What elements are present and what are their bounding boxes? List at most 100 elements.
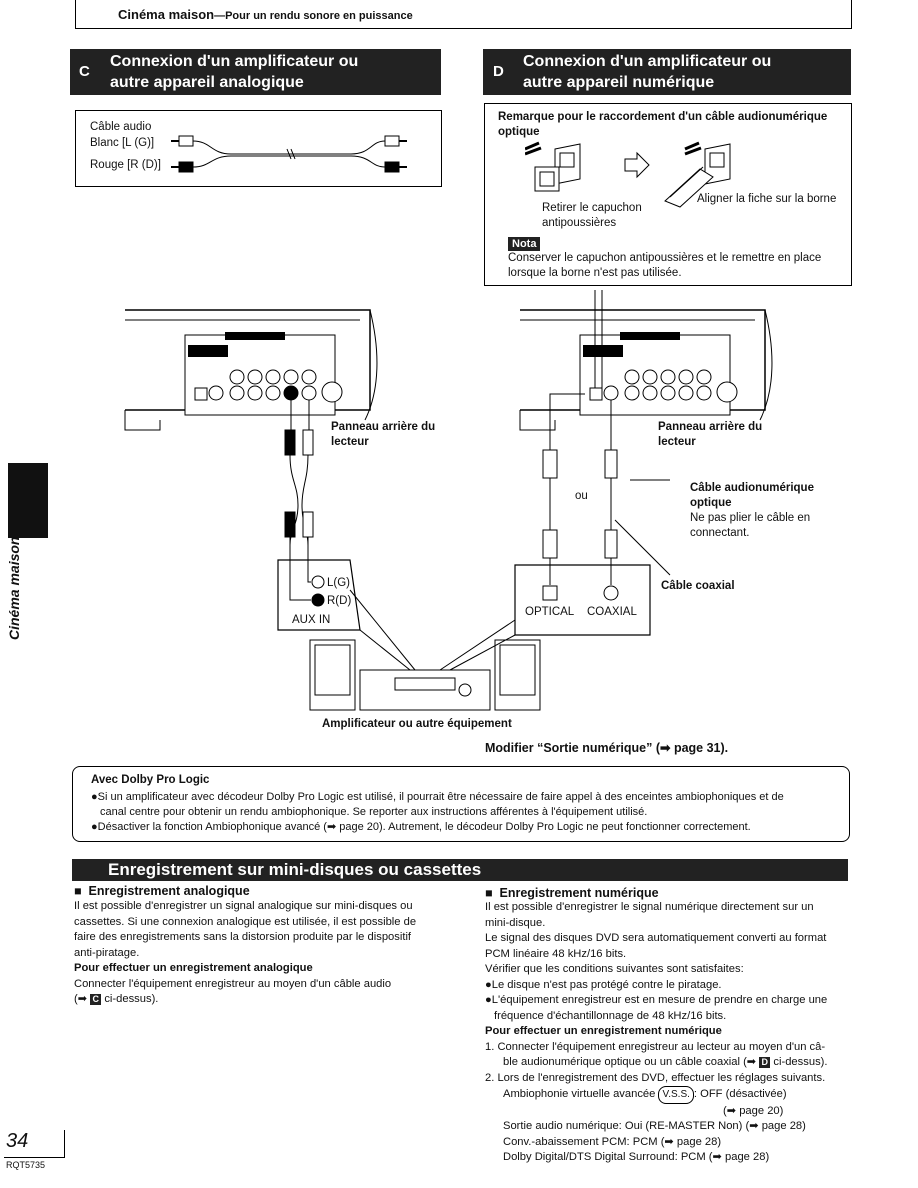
digital-bullet2-line2: fréquence d'échantillonnage de 48 kHz/16… (494, 1009, 727, 1022)
analog-how-line1: Connecter l'équipement enregistreur au m… (74, 977, 392, 990)
setting-pcm-downconv: Conv.-abaissement PCM: PCM (➡ page 28) (503, 1135, 722, 1148)
modify-digital-output: Modifier “Sortie numérique” (➡ page 31). (485, 741, 729, 755)
digital-recording-body: Il est possible d'enregistrer le signal … (485, 900, 853, 1166)
optical-remark-title: Remarque pour le raccordement d'un câble… (498, 111, 828, 138)
rear-panel-right-line2: lecteur (658, 436, 696, 448)
rear-panel-label-left: Panneau arrière du lecteur (331, 420, 435, 450)
analog-p1: Il est possible d'enregistrer un signal … (74, 900, 413, 912)
coaxial-cable-label: Câble coaxial (661, 580, 735, 592)
analog-how-suffix: ci-dessus). (104, 993, 159, 1005)
vss-badge: V.S.S. (658, 1086, 694, 1104)
analog-p4: anti-piratage. (74, 946, 140, 959)
amplifier-label: Amplificateur ou autre équipement (322, 718, 512, 730)
setting-vss: Ambiophonie virtuelle avancée V.S.S.: OF… (485, 1086, 853, 1104)
header-subtitle: —Pour un rendu sonore en puissance (214, 10, 413, 22)
amplifier-equipment (309, 589, 541, 711)
section-d-title: Connexion d'un amplificateur ou autre ap… (523, 51, 771, 93)
audio-cable-red: Rouge [R (D)] (90, 159, 161, 171)
audio-cable-box: Câble audio Blanc [L (G)] Rouge [R (D)] (75, 110, 442, 187)
dolby-line2: canal centre pour obtenir un rendu ambio… (100, 806, 648, 818)
digital-p1: Il est possible d'enregistrer le signal … (485, 901, 814, 913)
step1-line2: ble audionumérique optique ou un câble c… (485, 1055, 853, 1071)
page-number-rule (4, 1157, 64, 1158)
digital-p3: Le signal des disques DVD sera automatiq… (485, 932, 827, 944)
section-d-banner: D Connexion d'un amplificateur ou autre … (483, 49, 851, 95)
player-rear-right (519, 309, 773, 431)
digital-p4: PCM linéaire 48 kHz/16 bits. (485, 947, 627, 960)
rear-panel-left-line1: Panneau arrière du (331, 421, 436, 433)
page-number-vrule (64, 1130, 65, 1158)
analog-p2: cassettes. Si une connexion analogique e… (74, 915, 417, 928)
audio-cable-white: Blanc [L (G)] (90, 137, 155, 149)
remove-cap-line1: Retirer le capuchon (542, 202, 642, 214)
optical-input-label: OPTICAL (525, 606, 575, 618)
coaxial-input-label: COAXIAL (587, 606, 637, 618)
analog-recording-body: Il est possible d'enregistrer un signal … (74, 899, 446, 1008)
player-rear-left (124, 309, 378, 431)
nota-text-line1: Conserver le capuchon antipoussières et … (508, 252, 822, 264)
digital-p5: Vérifier que les conditions suivantes so… (485, 963, 744, 975)
analog-recording-title-text: Enregistrement analogique (88, 884, 250, 898)
analog-recording-title: ■ Enregistrement analogique (74, 884, 250, 898)
step1-line1: 1. Connecter l'équipement enregistreur a… (485, 1040, 826, 1053)
analog-recording-section: ■ Enregistrement analogique Il est possi… (74, 884, 446, 1008)
aux-in-label: AUX IN (292, 614, 331, 626)
section-d-title-line2: autre appareil numérique (523, 74, 715, 91)
digital-recording-section: ■ Enregistrement numérique Il est possib… (485, 886, 853, 1166)
step1-text: ble audionumérique optique ou un câble c… (503, 1056, 757, 1068)
dolby-line1: ●Si un amplificateur avec décodeur Dolby… (91, 791, 784, 803)
side-tab-marker (8, 463, 48, 538)
section-c-ref-badge: C (90, 994, 102, 1005)
document-code: RQT5735 (6, 1160, 46, 1170)
optical-remark-box: Remarque pour le raccordement d'un câble… (484, 103, 852, 286)
analog-cable-pair (284, 400, 314, 580)
dolby-text: ●Si un amplificateur avec décodeur Dolby… (91, 790, 846, 835)
section-c-title-line2: autre appareil analogique (110, 74, 304, 91)
section-d-title-line1: Connexion d'un amplificateur ou (523, 53, 772, 70)
digital-recording-title: ■ Enregistrement numérique (485, 886, 659, 900)
optical-cable-title-line2: optique (690, 497, 732, 509)
dolby-line3: ●Désactiver la fonction Ambiophonique av… (91, 821, 751, 833)
step2-line: 2. Lors de l'enregistrement des DVD, eff… (485, 1071, 826, 1084)
remove-cap-label: Retirer le capuchon antipoussières (542, 201, 642, 231)
setting-vss-ref: (➡ page 20) (723, 1104, 784, 1117)
digital-cables (542, 393, 671, 585)
dolby-title: Avec Dolby Pro Logic (91, 774, 210, 786)
page-number: 34 (6, 1130, 29, 1152)
setting-dolby-dts: Dolby Digital/DTS Digital Surround: PCM … (503, 1151, 770, 1163)
rear-panel-right-line1: Panneau arrière du (658, 421, 763, 433)
nota-badge-wrap: Nota (508, 234, 541, 252)
section-c-letter: C (79, 63, 90, 80)
optical-cable-note-line2: connectant. (690, 527, 750, 539)
dolby-pro-logic-box: Avec Dolby Pro Logic ●Si un amplificateu… (72, 766, 850, 842)
setting-vss-value: : OFF (désactivée) (693, 1088, 787, 1100)
nota-badge: Nota (508, 237, 541, 251)
section-c-title-line1: Connexion d'un amplificateur ou (110, 53, 359, 70)
setting-digital-output: Sortie audio numérique: Oui (RE-MASTER N… (503, 1120, 806, 1132)
digital-how-title: Pour effectuer un enregistrement numériq… (485, 1025, 722, 1037)
header-title: Cinéma maison (118, 7, 215, 22)
analog-how-arrow: (➡ (74, 993, 88, 1005)
section-d-letter: D (493, 63, 504, 80)
digital-input-panel (514, 564, 651, 636)
analog-p3: faire des enregistrements sans la distor… (74, 931, 412, 943)
section-c-title: Connexion d'un amplificateur ou autre ap… (110, 51, 358, 93)
optical-cable-title-line1: Câble audionumérique (690, 482, 814, 494)
page-header-frame (75, 0, 852, 29)
audio-cable-title: Câble audio (90, 121, 152, 133)
section-c-banner: C Connexion d'un amplificateur ou autre … (70, 49, 441, 95)
digital-bullet2-line1: ●L'équipement enregistreur est en mesure… (485, 994, 828, 1006)
setting-vss-label: Ambiophonie virtuelle avancée (503, 1088, 656, 1100)
optical-cable-note-line1: Ne pas plier le câble en (690, 512, 811, 524)
nota-text-line2: lorsque la borne n'est pas utilisée. (508, 267, 682, 279)
optical-cap-illustration (525, 141, 731, 208)
or-label: ou (575, 490, 588, 502)
digital-bullet1: ●Le disque n'est pas protégé contre le p… (485, 978, 722, 991)
nota-text: Conserver le capuchon antipoussières et … (508, 251, 821, 281)
page-header: Cinéma maison—Pour un rendu sonore en pu… (118, 7, 413, 22)
recording-title: Enregistrement sur mini-disques ou casse… (108, 860, 482, 879)
analog-how-line2: (➡ C ci-dessus). (74, 992, 446, 1008)
step1-suffix: ci-dessus). (773, 1056, 828, 1068)
align-plug-label: Aligner la fiche sur la borne (697, 193, 837, 205)
section-d-ref-badge: D (759, 1057, 771, 1068)
